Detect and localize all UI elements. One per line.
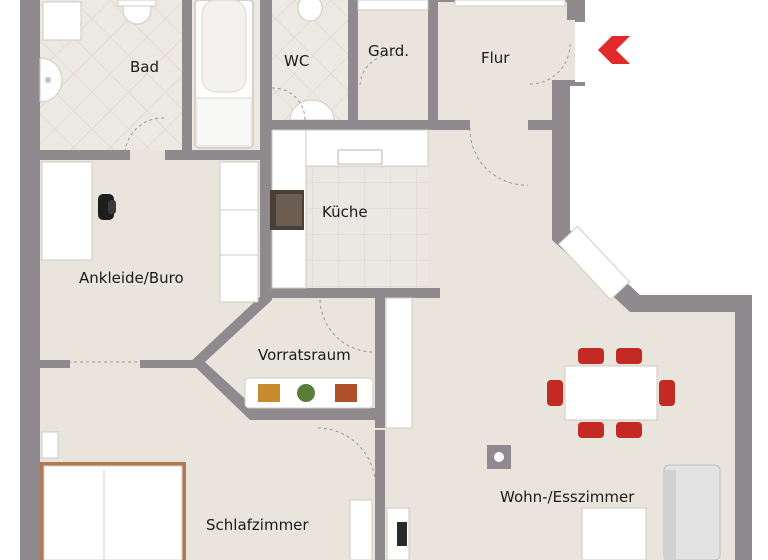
kitchen-sink — [337, 149, 383, 165]
room-kueche — [270, 129, 429, 289]
room-flur — [454, 0, 630, 82]
room-vorratsraum — [244, 297, 413, 429]
desk — [41, 161, 93, 261]
chair — [578, 422, 604, 438]
hall-wardrobe — [385, 297, 413, 429]
room-ankleide — [41, 161, 259, 303]
entrance-arrow-icon — [598, 36, 630, 64]
pantry-item-1 — [258, 384, 280, 402]
dining-table — [564, 365, 658, 421]
wc-sink — [289, 99, 335, 121]
room-wohn — [487, 225, 721, 560]
chair — [578, 348, 604, 364]
label-kueche: Küche — [322, 203, 368, 221]
dining-chairs — [547, 348, 675, 438]
room-gard — [357, 0, 429, 11]
walls — [40, 0, 568, 560]
chair — [616, 422, 642, 438]
label-gard: Gard. — [368, 42, 409, 60]
label-wohn: Wohn-/Esszimmer — [500, 488, 635, 506]
room-schlaf — [40, 431, 410, 560]
label-vorratsraum: Vorratsraum — [258, 346, 351, 364]
dresser — [349, 499, 373, 560]
entrance-opening — [575, 22, 585, 82]
room-bad — [39, 0, 260, 150]
label-flur: Flur — [481, 49, 510, 67]
sideboard — [557, 225, 631, 301]
chair — [659, 380, 675, 406]
room-wc — [272, 0, 348, 121]
pantry-item-3 — [335, 384, 357, 402]
wardrobe — [219, 161, 259, 303]
bed — [43, 465, 183, 560]
pantry-item-2 — [297, 384, 315, 402]
door-swings — [68, 43, 571, 481]
chair — [547, 380, 563, 406]
nightstand — [41, 431, 59, 459]
bath-cabinet — [42, 1, 82, 41]
wc-toilet — [297, 0, 323, 22]
label-ankleide: Ankleide/Buro — [79, 269, 184, 287]
label-bad: Bad — [130, 58, 159, 76]
coffee-table — [581, 507, 647, 560]
chair — [616, 348, 642, 364]
label-wc: WC — [284, 52, 309, 70]
label-schlaf: Schlafzimmer — [206, 516, 309, 534]
